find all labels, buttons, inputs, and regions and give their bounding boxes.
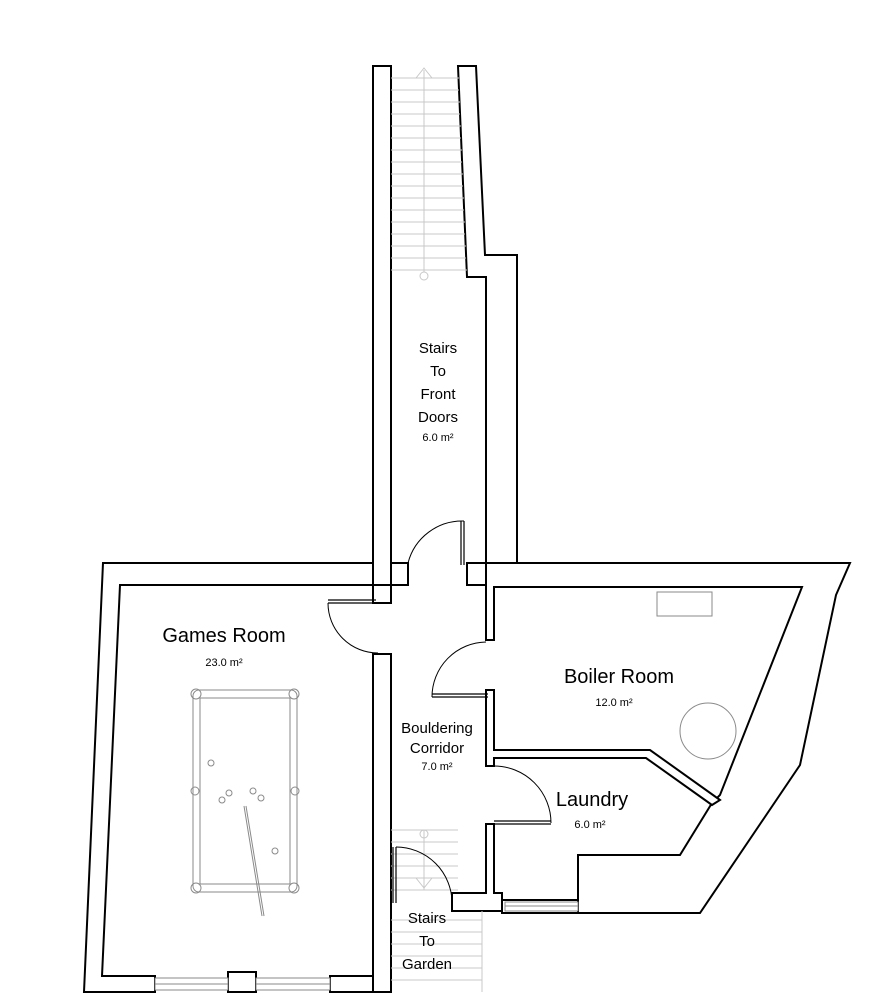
door-boiler-arc [431,641,487,698]
pool-table [190,688,300,917]
wall-games-east-lower [372,653,392,993]
wall-games-east-upper [372,584,392,604]
stairs-front-name-2: To [430,363,446,380]
water-tank [679,702,737,760]
stairs-garden-name-3: Garden [402,956,452,973]
wall-stair-right [456,65,518,564]
wall-games-room [82,562,374,993]
stairs-garden-name-1: Stairs [408,910,446,927]
laundry-area: 6.0 m² [574,819,606,831]
bouldering-corridor-area: 7.0 m² [421,761,453,773]
wall-laundry-left [451,823,503,912]
door-front-stair-arc [407,520,465,564]
stairs-garden-name-2: To [419,933,435,950]
room-labels: Stairs To Front Doors 6.0 m² Games Room … [162,340,674,973]
door-games-arc [327,602,379,654]
stairs-garden-treads [391,829,483,992]
laundry-name: Laundry [556,789,628,811]
games-room-name: Games Room [162,625,285,647]
bouldering-corridor-name-2: Corridor [410,740,464,757]
walls [82,65,852,993]
games-room-area: 23.0 m² [205,657,243,669]
boiler-room-name: Boiler Room [564,666,674,688]
wall-stair-left [372,65,392,586]
wall-games-bottom-right [329,975,374,993]
door-garden-arc [395,846,453,904]
boiler-room-area: 12.0 m² [595,697,633,709]
door-laundry-arc [493,765,552,824]
wall-boiler-outer [485,562,852,914]
wall-boiler-laundry [485,689,722,807]
wall-corridor-jamb-left [390,562,409,586]
boiler-unit [656,591,713,617]
boiler-fixtures [656,591,737,760]
stairs-front-area: 6.0 m² [422,432,454,444]
wall-games-bottom-mid [227,971,257,993]
doors [327,520,552,904]
bouldering-corridor-name-1: Bouldering [401,720,473,737]
stairs-front-name-3: Front [420,386,456,403]
wall-corridor-jamb-right [466,562,487,586]
stairs-front-name-4: Doors [418,409,458,426]
windows [154,901,579,991]
stairs-front-treads [391,67,467,281]
stairs-front-name-1: Stairs [419,340,457,357]
